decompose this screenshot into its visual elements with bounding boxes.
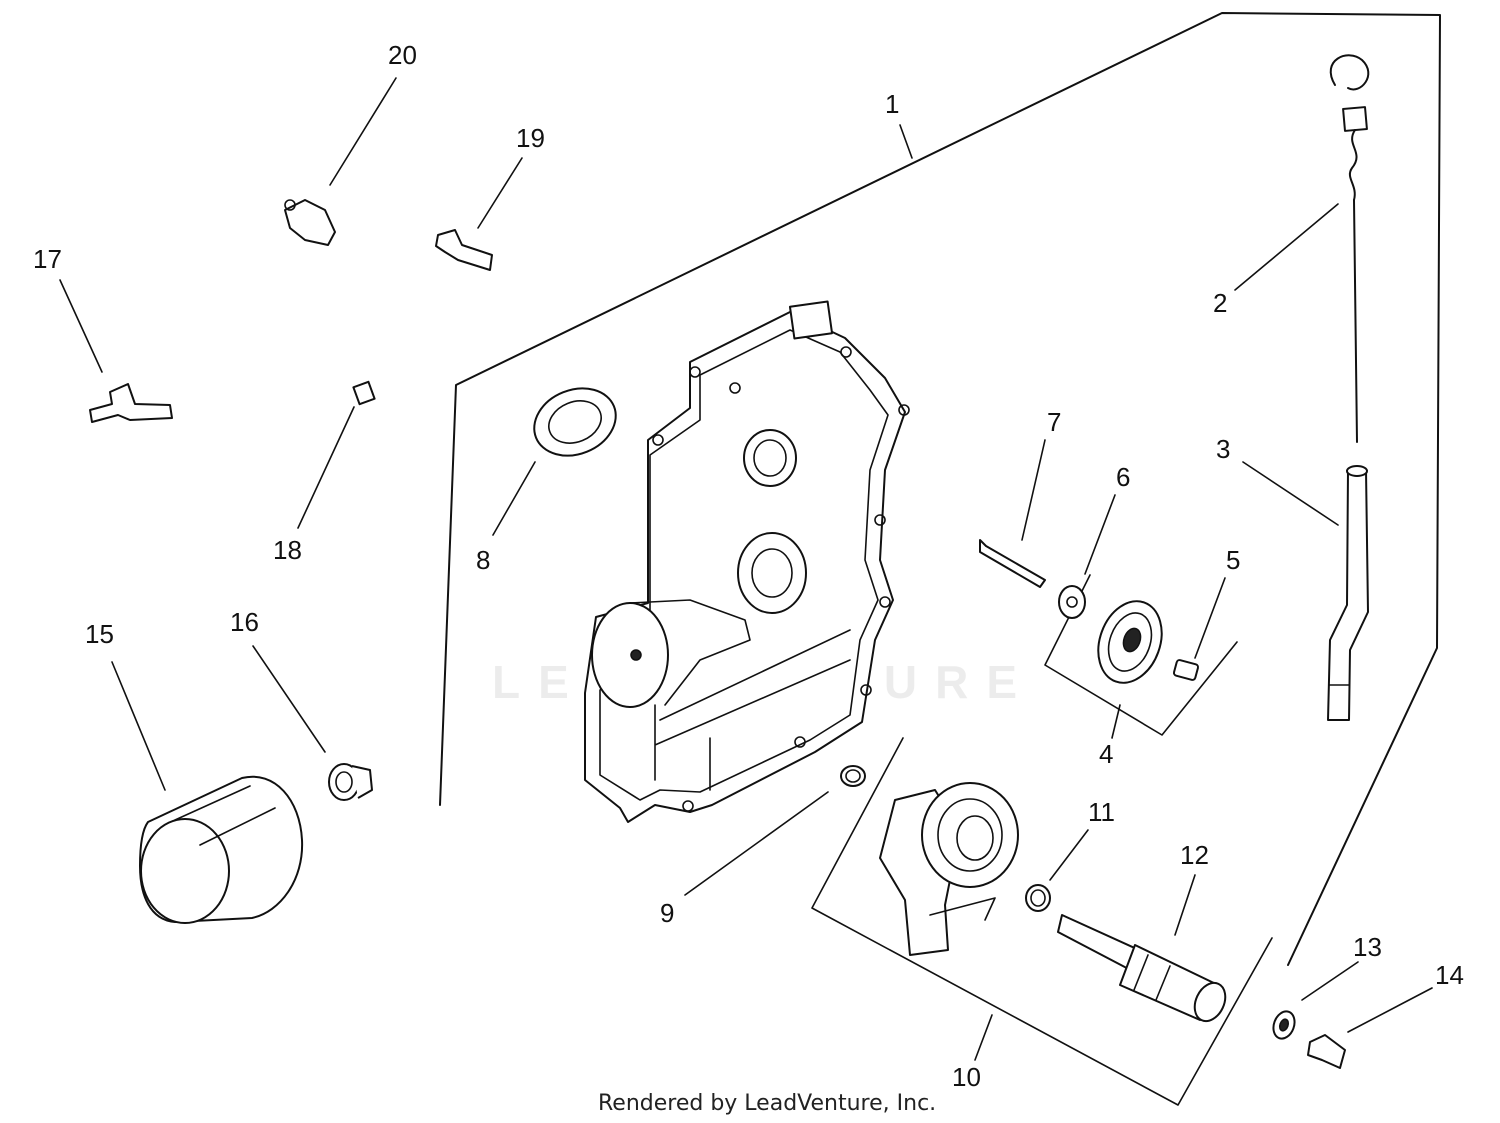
callout-7: 7 xyxy=(1047,407,1061,437)
callout-15: 15 xyxy=(85,619,114,649)
o-ring-part-11 xyxy=(1025,884,1051,912)
dipstick-part-2 xyxy=(1329,54,1370,443)
callout-12: 12 xyxy=(1180,840,1209,870)
clip-part-6 xyxy=(1058,585,1086,619)
oil-seal-part-8 xyxy=(533,387,617,457)
o-ring-part-9 xyxy=(840,765,866,787)
callout-6: 6 xyxy=(1116,462,1130,492)
dipstick-tube-part-3 xyxy=(1327,465,1369,721)
gear-cover-part-1 xyxy=(584,300,910,823)
oil-sensor-part-20 xyxy=(284,199,336,246)
callout-18: 18 xyxy=(273,535,302,565)
callout-10: 10 xyxy=(952,1062,981,1092)
callout-14: 14 xyxy=(1435,960,1464,990)
shaft-part-7 xyxy=(979,539,1046,588)
callout-8: 8 xyxy=(476,545,490,575)
oil-filter-part-15 xyxy=(139,775,304,924)
callout-2: 2 xyxy=(1213,288,1227,318)
callout-20: 20 xyxy=(388,40,417,70)
callout-3: 3 xyxy=(1216,434,1230,464)
elbow-fitting-part-17 xyxy=(89,383,173,423)
callout-11: 11 xyxy=(1088,797,1115,827)
gear-part-4 xyxy=(1097,600,1163,684)
callout-5: 5 xyxy=(1226,545,1240,575)
render-credit: Rendered by LeadVenture, Inc. xyxy=(598,1091,936,1116)
callout-9: 9 xyxy=(660,898,674,928)
callout-1: 1 xyxy=(885,89,899,119)
pickup-screen-part-12 xyxy=(1057,914,1227,1023)
group-outline-4 xyxy=(1044,574,1238,736)
callout-17: 17 xyxy=(33,244,62,274)
callout-13: 13 xyxy=(1353,932,1382,962)
pin-part-5 xyxy=(1172,659,1200,681)
callout-16: 16 xyxy=(230,607,259,637)
oil-pump-part-10 xyxy=(879,782,1019,956)
assembly-outline-1 xyxy=(439,12,1441,966)
leader-lines xyxy=(59,77,1433,1061)
drain-plug-part-16 xyxy=(328,763,373,801)
setscrew-part-18 xyxy=(352,380,376,406)
callout-4: 4 xyxy=(1099,739,1113,769)
bolt-part-19 xyxy=(435,229,493,271)
screw-part-14 xyxy=(1307,1034,1346,1069)
callout-19: 19 xyxy=(516,123,545,153)
washer-part-13 xyxy=(1272,1010,1296,1040)
group-outline-10 xyxy=(811,737,1273,1106)
